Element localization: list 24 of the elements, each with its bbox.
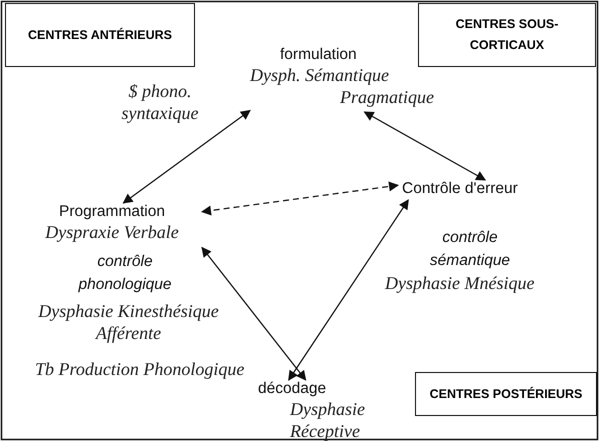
handwritten-note: Dysphasie Réceptive — [290, 398, 366, 441]
handwritten-note: Dysph. Sémantique Pragmatique — [250, 64, 435, 108]
arrow — [364, 111, 486, 181]
region-label: CENTRES POSTÉRIEURS — [430, 386, 582, 402]
handwritten-note: Tb Production Phonologique — [35, 358, 244, 380]
handwritten-note: Dysphasie Mnésique — [385, 272, 534, 294]
region-box — [418, 3, 596, 67]
node-label: Contrôle d'erreur — [402, 180, 518, 197]
dashed-arrow — [201, 182, 399, 216]
arrow — [122, 110, 251, 204]
node-label: Programmation — [59, 203, 165, 220]
node-label: formulation — [280, 46, 357, 63]
handwritten-note: $ phono. syntaxique — [120, 80, 200, 124]
arrow — [288, 199, 409, 381]
arrow — [201, 246, 306, 381]
region-box — [415, 372, 597, 416]
region-label: CENTRES ANTÉRIEURS — [28, 26, 172, 44]
node-label: décodage — [258, 380, 326, 397]
region-box — [5, 3, 195, 67]
process-label: contrôle phonologique — [77, 252, 173, 295]
region-label: CENTRES SOUS-CORTICAUX — [454, 16, 560, 54]
process-label: contrôle sémantique — [428, 228, 512, 271]
handwritten-note: Dyspraxie Verbale — [44, 221, 180, 243]
handwritten-note: Dysphasie Kinesthésique Afférente — [37, 300, 220, 344]
